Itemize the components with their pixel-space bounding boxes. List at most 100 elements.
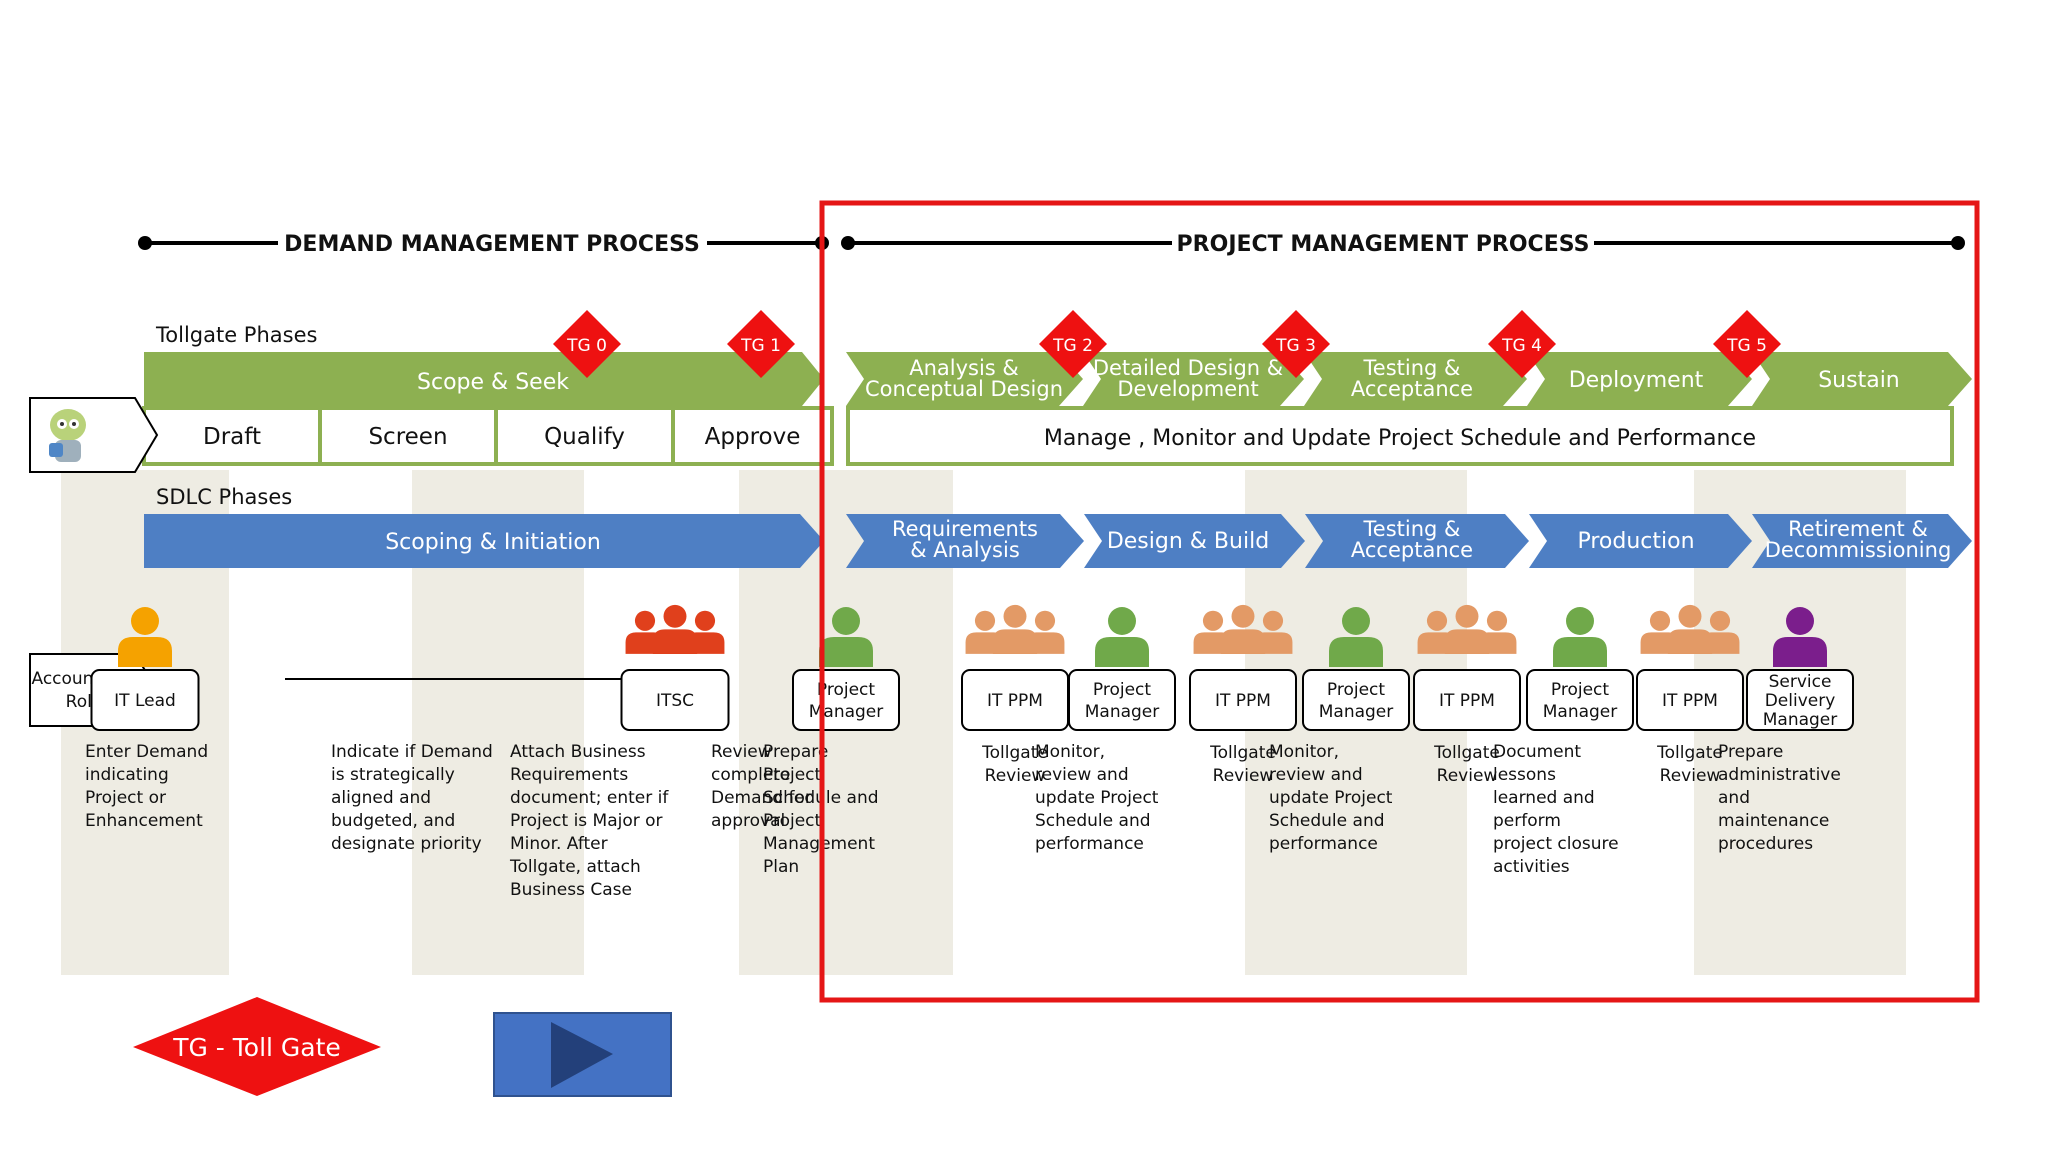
- role-description: Project or: [85, 788, 166, 808]
- role-name: Manager: [1085, 702, 1160, 722]
- tollgate-phase-label: Testing &: [1363, 356, 1461, 380]
- role-name: IT PPM: [987, 691, 1043, 711]
- role-description: review and: [1035, 765, 1129, 785]
- sdlc-phase-chevron: [1084, 514, 1305, 568]
- group-icon-center-body: [992, 629, 1038, 655]
- tollgate-label: TG 5: [1726, 336, 1767, 356]
- role-description: approval: [711, 811, 785, 831]
- role-name: ITSC: [656, 691, 694, 711]
- single-person-icon: [1095, 607, 1149, 667]
- role-description: administrative: [1718, 765, 1841, 785]
- role-name: IT Lead: [114, 691, 176, 711]
- group-icon-center-head: [663, 604, 687, 628]
- tollgate-legend-diamond: [133, 997, 381, 1096]
- legend: TG - Toll Gate: [133, 997, 672, 1097]
- tollgate-phase-chevron: [1304, 352, 1527, 406]
- group-icon-right-head: [1034, 610, 1056, 631]
- single-person-icon-head: [1108, 607, 1136, 635]
- mascot-arrow-box: [29, 397, 159, 473]
- tollgate-phase-chevron: [1527, 352, 1752, 406]
- role-description: Tollgate: [1209, 743, 1276, 763]
- sdlc-phase-chevron: [846, 514, 1084, 568]
- demand-step-box: [671, 406, 834, 466]
- tollgate-phase-label: Analysis &: [909, 356, 1019, 380]
- tollgate-label: TG 0: [566, 336, 607, 356]
- scope-seek-banner: [144, 352, 824, 406]
- demand-step-label: Screen: [368, 424, 447, 450]
- role-description: Schedule and: [1269, 811, 1385, 831]
- sdlc-phases-label: SDLC Phases: [156, 485, 292, 509]
- role-box: [1068, 669, 1176, 731]
- demand-process-title: DEMAND MANAGEMENT PROCESS: [284, 232, 700, 257]
- group-icon-center-head: [1678, 604, 1702, 628]
- role-description: performance: [1269, 834, 1378, 854]
- role-name: Service: [1769, 672, 1832, 692]
- tollgate-phase-chevron: [846, 352, 1083, 406]
- project-dot-left: [841, 236, 855, 250]
- tollgate-phase-label: Detailed Design &: [1093, 356, 1283, 380]
- role-description: update Project: [1269, 788, 1393, 808]
- tollgate-diamond: [1039, 310, 1107, 378]
- role-description: review and: [1269, 765, 1363, 785]
- role-name: Manager: [1543, 702, 1618, 722]
- group-icon-center: [652, 604, 698, 655]
- role-name: Manager: [809, 702, 884, 722]
- single-person-icon-head: [1786, 607, 1814, 635]
- group-icon-center-head: [1455, 604, 1479, 628]
- demand-step-label: Draft: [203, 424, 261, 450]
- single-person-icon-head: [1566, 607, 1594, 635]
- role-description: lessons: [1493, 765, 1556, 785]
- tollgate-label: TG 4: [1501, 336, 1542, 356]
- sdlc-phase-chevron: [1305, 514, 1529, 568]
- role-box: [1746, 669, 1854, 731]
- tollgate-diamond: [553, 310, 621, 378]
- role-description: Indicate if Demand: [331, 742, 493, 762]
- tollgate-phase-label: Sustain: [1818, 368, 1900, 393]
- scoping-initiation-label: Scoping & Initiation: [385, 530, 601, 555]
- role-box: [1302, 669, 1410, 731]
- sdlc-phase-chevron: [1752, 514, 1972, 568]
- role-description: Attach Business: [510, 742, 646, 762]
- role-description: Tollgate: [1656, 743, 1723, 763]
- sdlc-phase-label: Retirement &: [1788, 517, 1928, 541]
- single-person-icon-head: [832, 607, 860, 635]
- group-icon-right-head: [1262, 610, 1284, 631]
- role-name: Manager: [1319, 702, 1394, 722]
- project-manage-bar: [846, 406, 1954, 466]
- role-description: Review: [1660, 766, 1721, 786]
- tollgate-diamond: [1713, 310, 1781, 378]
- group-icon-center: [1667, 604, 1713, 655]
- scoping-initiation-banner: [144, 514, 824, 568]
- tollgate-legend-label: TG - Toll Gate: [172, 1033, 341, 1062]
- tollgate-diamond: [1262, 310, 1330, 378]
- role-description: Project is Major or: [510, 811, 663, 831]
- role-box: [1189, 669, 1297, 731]
- robot-pupil-left: [60, 422, 64, 426]
- group-icon-center-head: [1003, 604, 1027, 628]
- group-icon-center-body: [1220, 629, 1266, 655]
- sdlc-phase-label: Decommissioning: [1765, 538, 1952, 562]
- group-icon-center-body: [652, 629, 698, 655]
- group-icon-center: [1220, 604, 1266, 655]
- role-description: Project: [763, 811, 821, 831]
- role-description: Prepare: [763, 742, 828, 762]
- sdlc-phase-label: Design & Build: [1107, 529, 1269, 554]
- demand-step-label: Qualify: [544, 424, 625, 450]
- single-person-icon-body: [1773, 637, 1827, 667]
- demand-dot-left: [138, 236, 152, 250]
- single-person-icon: [819, 607, 873, 667]
- demand-step-label: Approve: [705, 424, 801, 450]
- tollgate-diamond: [727, 310, 795, 378]
- role-name: Project: [817, 680, 875, 700]
- role-name: IT PPM: [1439, 691, 1495, 711]
- single-person-icon: [1773, 607, 1827, 667]
- role-description: Document: [1493, 742, 1581, 762]
- role-description: project closure: [1493, 834, 1619, 854]
- single-person-icon-head: [131, 607, 159, 635]
- role-name: Project: [1551, 680, 1609, 700]
- robot-pupil-right: [72, 422, 76, 426]
- single-person-icon-body: [1329, 637, 1383, 667]
- role-name: Project: [1093, 680, 1151, 700]
